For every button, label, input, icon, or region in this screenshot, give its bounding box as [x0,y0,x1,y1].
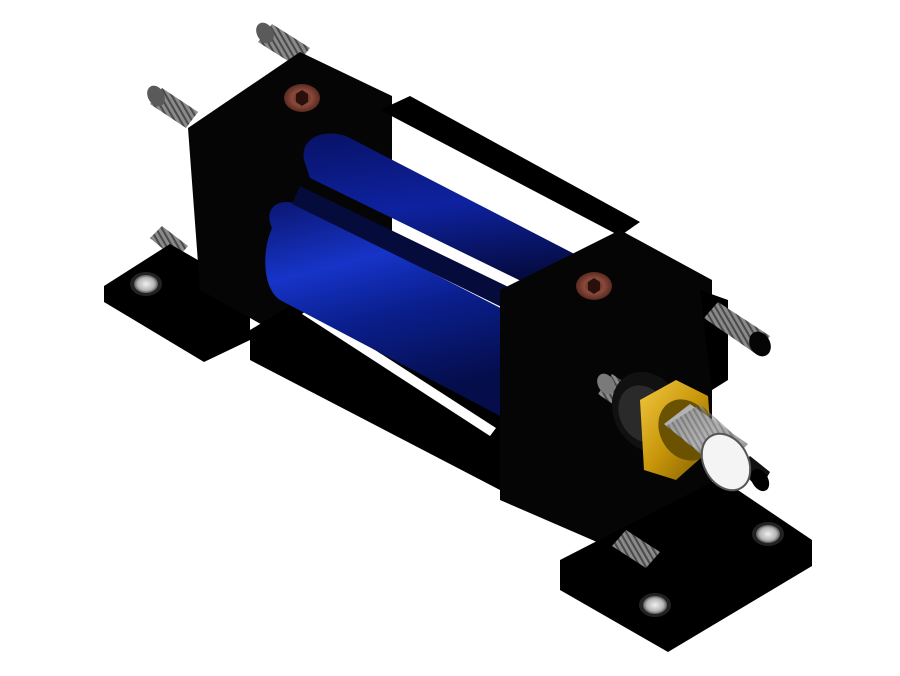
mounting-hole-rear [130,272,162,296]
cylinder-barrel-upper [303,133,590,300]
front-mounting-foot [560,478,812,652]
front-thread-upper [704,302,771,357]
cap-screw-front [576,272,612,300]
tie-rod-gap-upper [398,134,560,226]
cylinder-lower-rail [250,300,540,490]
mounting-hole-front-left [639,593,671,617]
cylinder-upper-rail [380,96,640,236]
mounting-hole-front-right [752,522,784,546]
cap-screw-rear [284,84,320,112]
barrel-dark-band [292,186,560,330]
front-thread-lower [612,530,660,568]
cylinder-barrel [265,201,520,416]
tie-rod-gap-lower [302,308,496,436]
rear-top-thread-right [147,85,198,128]
piston-rod [664,404,752,492]
